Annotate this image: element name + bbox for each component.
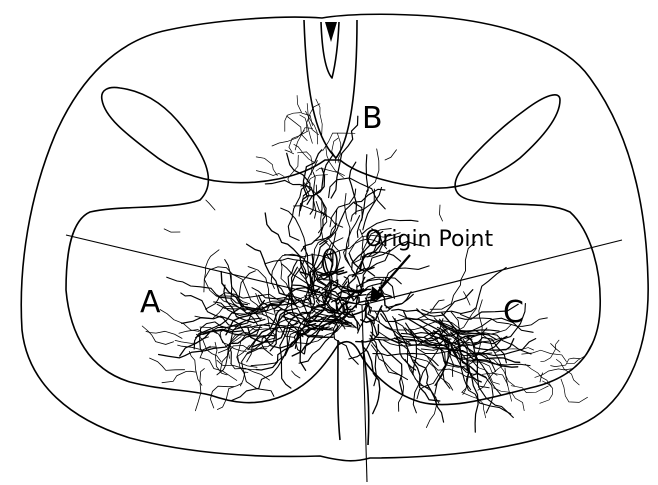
fiber-strand (297, 96, 312, 126)
region-b-label: B (362, 101, 383, 136)
fiber-strand (150, 358, 185, 370)
fiber-strand (228, 346, 266, 353)
fiber-strand (167, 277, 248, 305)
fiber-strand (462, 393, 486, 418)
fiber-strand (440, 205, 443, 221)
fiber-strand (164, 229, 180, 232)
ray-ventral (362, 305, 367, 482)
fiber-strand (352, 313, 360, 333)
fiber-strand (162, 371, 196, 382)
fiber-strand (385, 150, 397, 160)
fiber-strand (363, 347, 380, 414)
origin-point-label: Origin Point (365, 227, 493, 252)
fiber-strand (142, 326, 173, 344)
fiber-strand (363, 188, 382, 230)
fiber-strand (256, 171, 284, 177)
fiber-strand (217, 383, 242, 409)
fissure-tip (325, 22, 337, 42)
fiber-strand (289, 131, 308, 152)
fiber-strand (288, 185, 307, 240)
ventral-fissure-left (338, 340, 340, 440)
region-a-label: A (140, 285, 161, 320)
fiber-strand (551, 344, 560, 353)
fiber-strand (240, 372, 245, 386)
fiber-strand (292, 371, 300, 378)
fiber-strand (285, 113, 301, 132)
fiber-strand (330, 189, 356, 227)
fiber-strand (206, 200, 215, 210)
region-c-label: C (503, 295, 524, 330)
fiber-strand (265, 213, 305, 276)
fiber-strand (468, 339, 536, 356)
fiber-strand (367, 149, 379, 192)
fiber-strand (567, 340, 594, 364)
fiber-strand (561, 379, 588, 402)
fiber-strand (160, 310, 199, 332)
